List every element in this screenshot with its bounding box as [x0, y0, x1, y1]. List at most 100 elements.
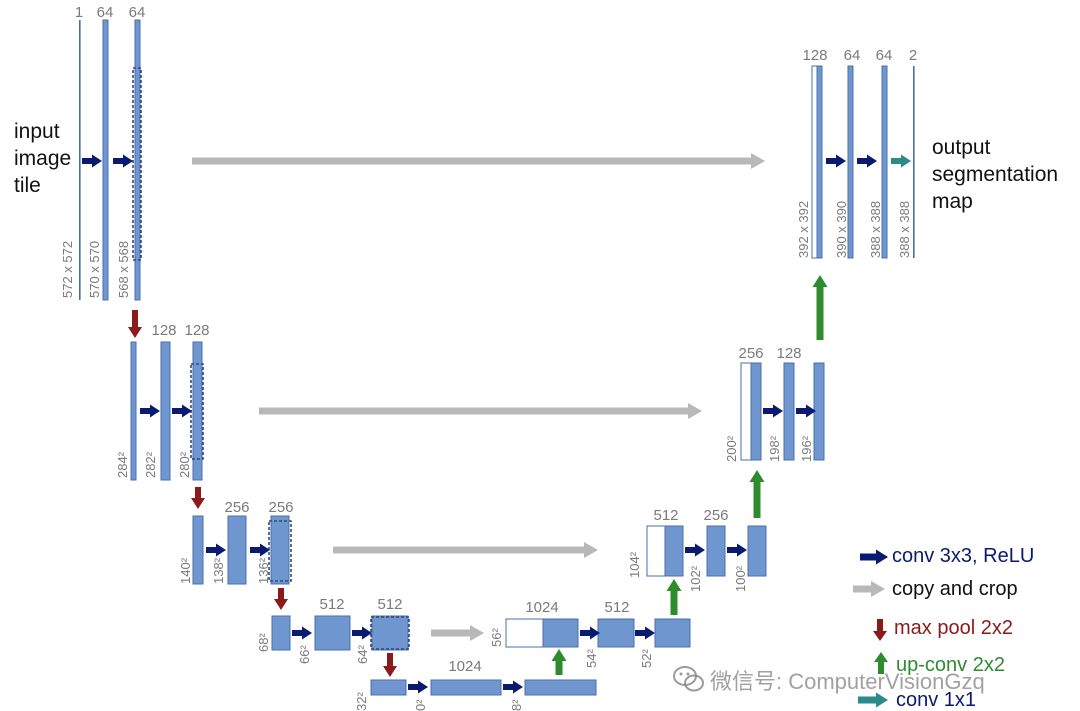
conv-arrow — [140, 404, 160, 418]
legend-label-conv1x1: conv 1x1 — [896, 689, 977, 711]
dimension-label: 280² — [177, 451, 192, 478]
conv-arrow — [635, 626, 655, 640]
max-pool-arrow — [128, 310, 142, 338]
copied-feature-map-block — [505, 618, 545, 648]
watermark-text: 微信号: ComputerVisionGzq — [710, 669, 985, 694]
feature-map-block — [314, 615, 351, 651]
channel-label: 256 — [224, 499, 250, 516]
channel-label: 1024 — [525, 599, 559, 616]
conv-arrow — [250, 543, 270, 557]
dimension-label: 388 x 388 — [897, 200, 912, 258]
channel-label: 64 — [128, 4, 146, 21]
channel-label: 64 — [843, 47, 861, 64]
dimension-label: 66² — [297, 645, 312, 664]
copy-and-crop-arrow — [431, 625, 484, 641]
legend-upconv-arrow — [874, 652, 888, 674]
feature-map-block — [747, 525, 767, 577]
channel-label: 1 — [74, 4, 84, 21]
dimension-label: 388 x 388 — [868, 200, 883, 258]
input-label-line: input — [14, 120, 60, 143]
channel-label: 512 — [377, 596, 403, 613]
feature-map-block — [816, 65, 823, 259]
feature-map-block — [881, 65, 888, 259]
conv-arrow — [580, 626, 600, 640]
channel-label: 128 — [802, 47, 828, 64]
feature-map-block — [847, 65, 854, 259]
crop-region-outline — [268, 520, 292, 582]
legend-label-copy: copy and crop — [892, 578, 1018, 600]
channel-label: 256 — [268, 499, 294, 516]
feature-map-block — [271, 615, 291, 651]
channel-label: 128 — [776, 345, 802, 362]
dimension-label: 52² — [639, 649, 654, 668]
copy-and-crop-arrow — [259, 403, 702, 419]
dimension-label: 136² — [256, 557, 271, 584]
dimension-label: 32² — [354, 692, 369, 711]
conv-arrow — [113, 154, 133, 168]
output-label-line: segmentation — [932, 163, 1059, 186]
channel-label: 128 — [151, 322, 177, 339]
dimension-label: 200² — [724, 435, 739, 462]
dimension-label: 392 x 392 — [796, 200, 811, 258]
copied-feature-map-block — [646, 525, 667, 577]
channel-label: 128 — [184, 322, 210, 339]
feature-map-block — [524, 679, 597, 696]
channel-label: 256 — [703, 507, 729, 524]
legend-copy-arrow — [853, 581, 885, 597]
conv-arrow — [857, 154, 877, 168]
feature-map-block — [270, 515, 290, 585]
channel-label: 512 — [319, 596, 345, 613]
input-label: input image tile — [14, 118, 71, 199]
conv-arrow — [727, 543, 747, 557]
copied-feature-map-block — [740, 362, 752, 461]
conv-arrow — [826, 154, 846, 168]
conv-1x1-arrow — [891, 154, 911, 168]
dimension-label: 572 x 572 — [60, 240, 75, 298]
feature-map-block — [664, 525, 684, 577]
conv-arrow — [763, 404, 783, 418]
conv-arrow — [796, 404, 816, 418]
dimension-label: 56² — [489, 628, 504, 647]
feature-map-block — [706, 525, 726, 577]
conv-arrow — [408, 680, 428, 694]
conv-arrow — [172, 404, 192, 418]
input-label-line: image — [14, 147, 72, 170]
feature-map-block — [130, 341, 137, 481]
dimension-label: 0² — [413, 699, 428, 711]
feature-map-block — [783, 362, 795, 461]
feature-map-block — [192, 515, 204, 585]
feature-map-block — [370, 679, 407, 696]
feature-map-block — [654, 618, 691, 648]
dimension-label: 102² — [688, 565, 703, 592]
conv-arrow — [206, 543, 226, 557]
feature-map-block — [79, 20, 81, 300]
feature-map-block — [160, 341, 171, 481]
feature-map-block — [371, 615, 409, 651]
channel-label: 512 — [653, 507, 679, 524]
channel-label: 64 — [96, 4, 114, 21]
channel-label: 64 — [875, 47, 893, 64]
conv-arrow — [503, 680, 523, 694]
dimension-label: 282² — [143, 451, 158, 478]
conv-arrow — [292, 626, 312, 640]
legend-label-conv: conv 3x3, ReLU — [892, 545, 1035, 567]
feature-map-block — [542, 618, 579, 648]
dimension-label: 570 x 570 — [87, 240, 102, 298]
dimension-label: 104² — [627, 551, 642, 578]
feature-map-block — [430, 679, 502, 696]
channel-label: 1024 — [448, 658, 482, 675]
dimension-label: 138² — [211, 557, 226, 584]
max-pool-arrow — [274, 588, 288, 610]
up-conv-arrow — [666, 579, 682, 615]
conv-arrow — [352, 626, 372, 640]
feature-map-block — [813, 362, 825, 461]
dimension-label: 198² — [767, 435, 782, 462]
feature-map-block — [102, 19, 109, 301]
conv-arrow — [685, 543, 705, 557]
channel-label: 2 — [908, 47, 918, 64]
feature-map-block — [227, 515, 247, 585]
dimension-label: 284² — [115, 451, 130, 478]
watermark: 微信号: ComputerVisionGzq — [672, 662, 1062, 696]
legend-pool-arrow — [873, 619, 887, 641]
dimension-label: 140² — [178, 557, 193, 584]
